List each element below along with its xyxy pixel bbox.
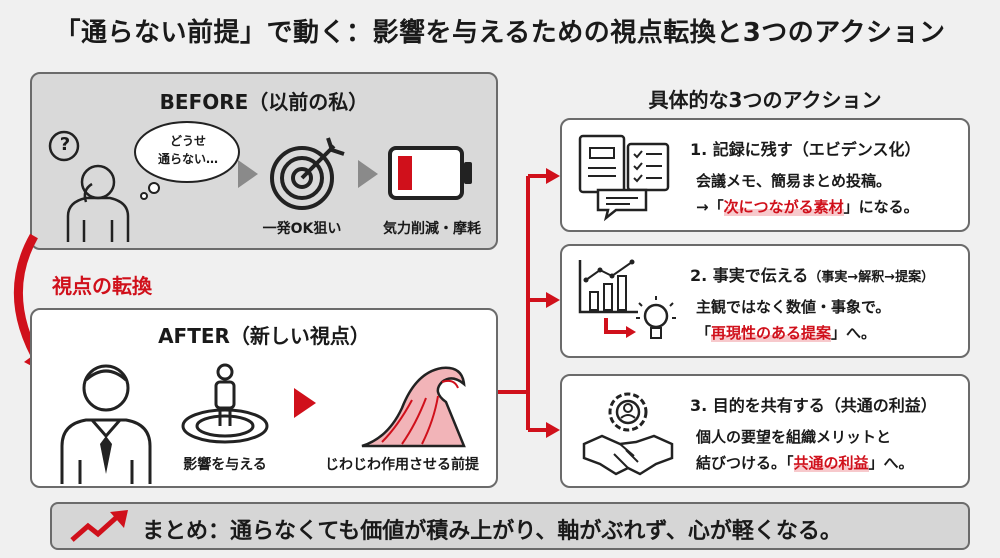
action-line-2b: 「再現性のある提案」へ。 — [696, 324, 877, 342]
gear-handshake-icon — [582, 392, 674, 476]
summary-text: まとめ：通らなくても価値が積み上がり、軸がぶれず、心が軽くなる。 — [142, 519, 842, 544]
action-title-2: 2. 事実で伝える（事実→解釈→提案） — [690, 266, 935, 285]
action-line-1b: →「次につながる素材」になる。 — [696, 198, 919, 216]
low-battery-icon — [388, 146, 472, 200]
worried-person-icon — [48, 130, 130, 242]
action-line-2a: 主観ではなく数値・事象で。 — [696, 298, 891, 316]
chart-lightbulb-icon — [578, 259, 676, 339]
action-card-shared-goal: 3. 目的を共有する（共通の利益） 個人の要望を組織メリットと 結びつける。「共… — [560, 374, 970, 488]
influence-caption: 影響を与える — [183, 457, 267, 473]
action-title-1: 1. 記録に残す（エビデンス化） — [690, 140, 921, 159]
triangle-right-icon — [294, 388, 316, 418]
action-card-record: 1. 記録に残す（エビデンス化） 会議メモ、簡易まとめ投稿。 →「次につながる素… — [560, 118, 970, 232]
action-line-1a: 会議メモ、簡易まとめ投稿。 — [696, 172, 892, 190]
trend-up-arrow-icon — [70, 510, 128, 542]
wave-icon — [361, 366, 466, 448]
shift-label: 視点の転換 — [52, 274, 152, 298]
after-heading: AFTER（新しい視点） — [158, 324, 370, 348]
chevron-right-icon — [358, 160, 378, 188]
action-card-facts: 2. 事実で伝える（事実→解釈→提案） 主観ではなく数値・事象で。 「再現性のあ… — [560, 244, 970, 358]
action-title-3: 3. 目的を共有する（共通の利益） — [690, 396, 937, 415]
before-heading: BEFORE（以前の私） — [159, 90, 369, 114]
highlight-text: 共通の利益 — [793, 454, 869, 472]
notebook-checklist-icon — [578, 134, 670, 222]
action-line-3b: 結びつける。「共通の利益」へ。 — [696, 454, 914, 472]
before-panel: BEFORE（以前の私） ? どうせ 通らない… 一発OK狙い 気力削減・摩耗 — [30, 72, 498, 250]
highlight-text: 再現性のある提案 — [711, 324, 832, 342]
influence-ripple-icon — [181, 363, 269, 444]
target-icon — [270, 137, 345, 210]
thought-bubble-icon — [134, 121, 240, 200]
thought-line2: 通らない… — [157, 152, 218, 166]
battery-caption: 気力削減・摩耗 — [383, 221, 481, 237]
after-panel: AFTER（新しい視点） 影響を与える じわじわ作用させる前提 — [30, 308, 498, 488]
actions-heading: 具体的な3つのアクション — [648, 88, 882, 112]
thought-line1: どうせ — [169, 134, 206, 148]
page-title: 「通らない前提」で動く：影響を与えるための視点転換と3つのアクション — [54, 18, 946, 48]
action-line-3a: 個人の要望を組織メリットと — [696, 428, 892, 446]
summary-bar: まとめ：通らなくても価値が積み上がり、軸がぶれず、心が軽くなる。 — [50, 502, 970, 550]
highlight-text: 次につながる素材 — [723, 198, 844, 216]
target-caption: 一発OK狙い — [262, 221, 342, 237]
question-mark: ? — [59, 134, 71, 155]
wave-caption: じわじわ作用させる前提 — [325, 457, 479, 473]
businessman-icon — [60, 364, 152, 484]
chevron-right-icon — [238, 160, 258, 188]
